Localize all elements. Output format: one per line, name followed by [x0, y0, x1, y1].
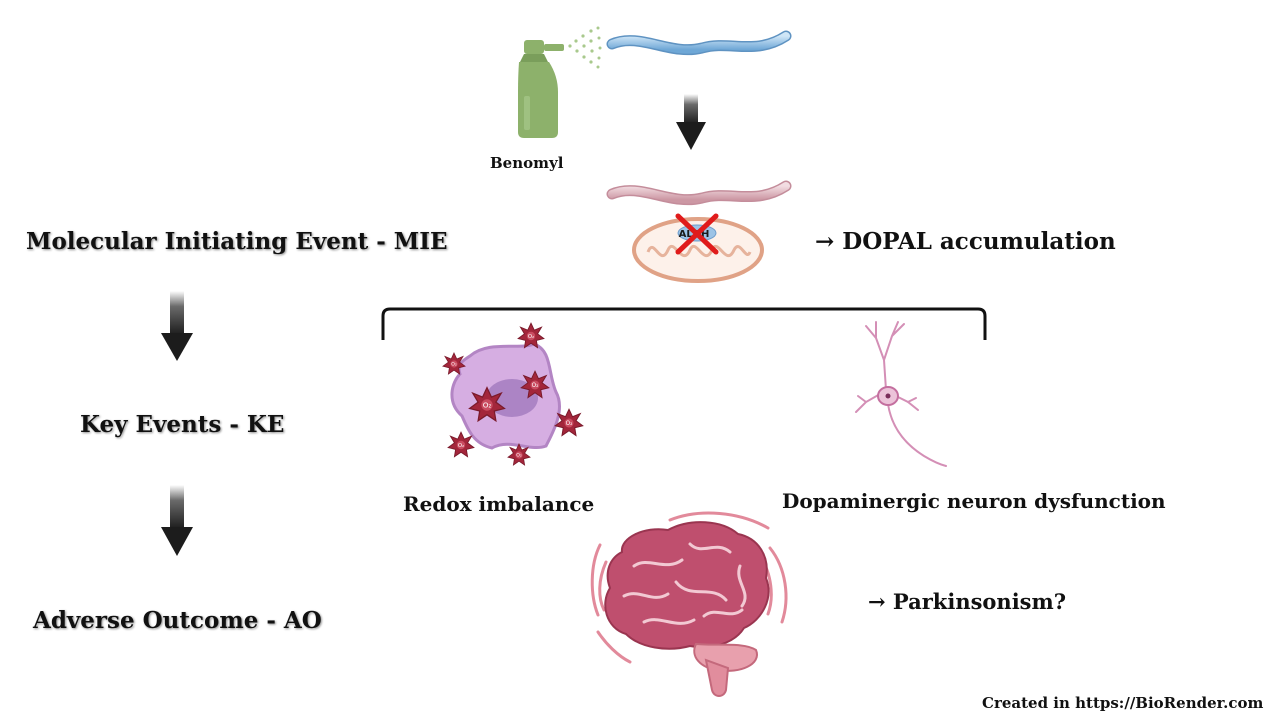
neuron-icon — [855, 321, 947, 467]
level-arrow-mie-to-ke — [161, 291, 193, 361]
dopal-accumulation-label: → DOPAL accumulation — [815, 228, 1116, 255]
biorender-credit: Created in https://BioRender.com — [982, 694, 1264, 712]
inhibition-cross-icon — [675, 213, 719, 255]
exposure-arrow — [676, 94, 706, 150]
level-arrow-ke-to-ao — [161, 485, 193, 556]
affected-worm-icon — [606, 180, 792, 206]
benomyl-label: Benomyl — [490, 154, 564, 172]
worm-icon — [606, 30, 792, 56]
mie-label: Molecular Initiating Event - MIE — [26, 228, 448, 255]
neuron-dysfunction-label: Dopaminergic neuron dysfunction — [782, 489, 1166, 513]
ke-label: Key Events - KE — [80, 411, 285, 438]
brain-icon — [590, 511, 788, 697]
parkinsonism-label: → Parkinsonism? — [868, 589, 1067, 614]
ao-label: Adverse Outcome - AO — [33, 607, 322, 634]
branch-bracket — [381, 307, 987, 340]
spray-bottle-icon — [518, 26, 602, 138]
cell-icon — [450, 342, 561, 450]
redox-imbalance-label: Redox imbalance — [403, 492, 595, 516]
